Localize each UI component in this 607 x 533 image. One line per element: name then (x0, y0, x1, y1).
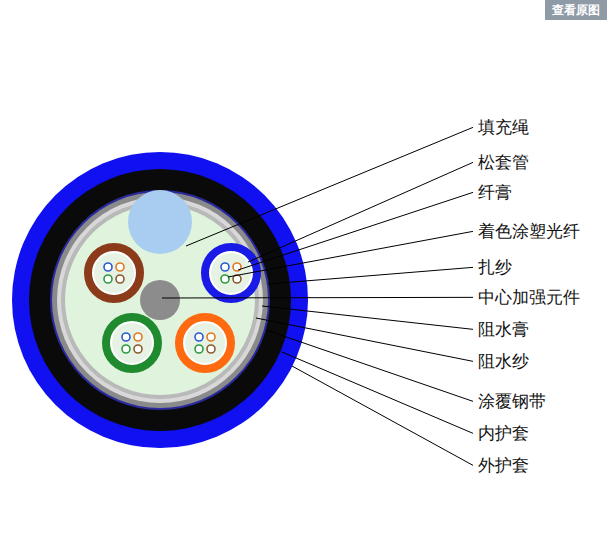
sheath-edge (50, 190, 270, 410)
strength-member (140, 280, 180, 320)
optical-fiber (116, 263, 124, 271)
fiber-gel (94, 253, 134, 293)
part-label: 内护套 (478, 424, 529, 443)
optical-fiber (195, 345, 203, 353)
fiber-gel (211, 253, 251, 293)
part-label: 外护套 (478, 456, 529, 475)
part-label: 纤膏 (478, 183, 512, 202)
part-label: 阻水纱 (478, 352, 529, 371)
fiber-gel (185, 323, 225, 363)
optical-fiber (104, 263, 112, 271)
optical-fiber (122, 345, 130, 353)
outer-sheath (12, 152, 308, 448)
optical-fiber (122, 333, 130, 341)
leader-line (292, 366, 473, 465)
part-label: 着色涂塑光纤 (478, 222, 580, 241)
fiber-gel (112, 323, 152, 363)
loose-tube (106, 317, 158, 369)
optical-fiber (221, 275, 229, 283)
optical-fiber (207, 345, 215, 353)
view-original-button: 查看原图 (545, 0, 607, 20)
leader-line (248, 162, 473, 262)
part-label: 阻水膏 (478, 320, 529, 339)
part-label: 松套管 (478, 153, 529, 172)
leader-line (268, 267, 473, 284)
filler-rope (128, 190, 192, 254)
part-label: 中心加强元件 (478, 288, 580, 307)
optical-fiber (116, 275, 124, 283)
leader-line (282, 352, 473, 433)
part-label: 扎纱 (478, 258, 512, 277)
part-label: 涂覆钢带 (478, 392, 546, 411)
optical-fiber (207, 333, 215, 341)
optical-fiber (134, 333, 142, 341)
inner-sheath (29, 169, 291, 431)
optical-fiber (195, 333, 203, 341)
leader-line (266, 330, 473, 401)
part-label: 填充绳 (478, 118, 529, 137)
button-text: 查看原图 (552, 3, 600, 17)
loose-tube (88, 247, 140, 299)
optical-fiber (221, 263, 229, 271)
optical-fiber (104, 275, 112, 283)
optical-fiber (134, 345, 142, 353)
leader-line (162, 297, 473, 299)
leader-line (238, 192, 473, 270)
loose-tube (179, 317, 231, 369)
leader-line (186, 127, 473, 246)
